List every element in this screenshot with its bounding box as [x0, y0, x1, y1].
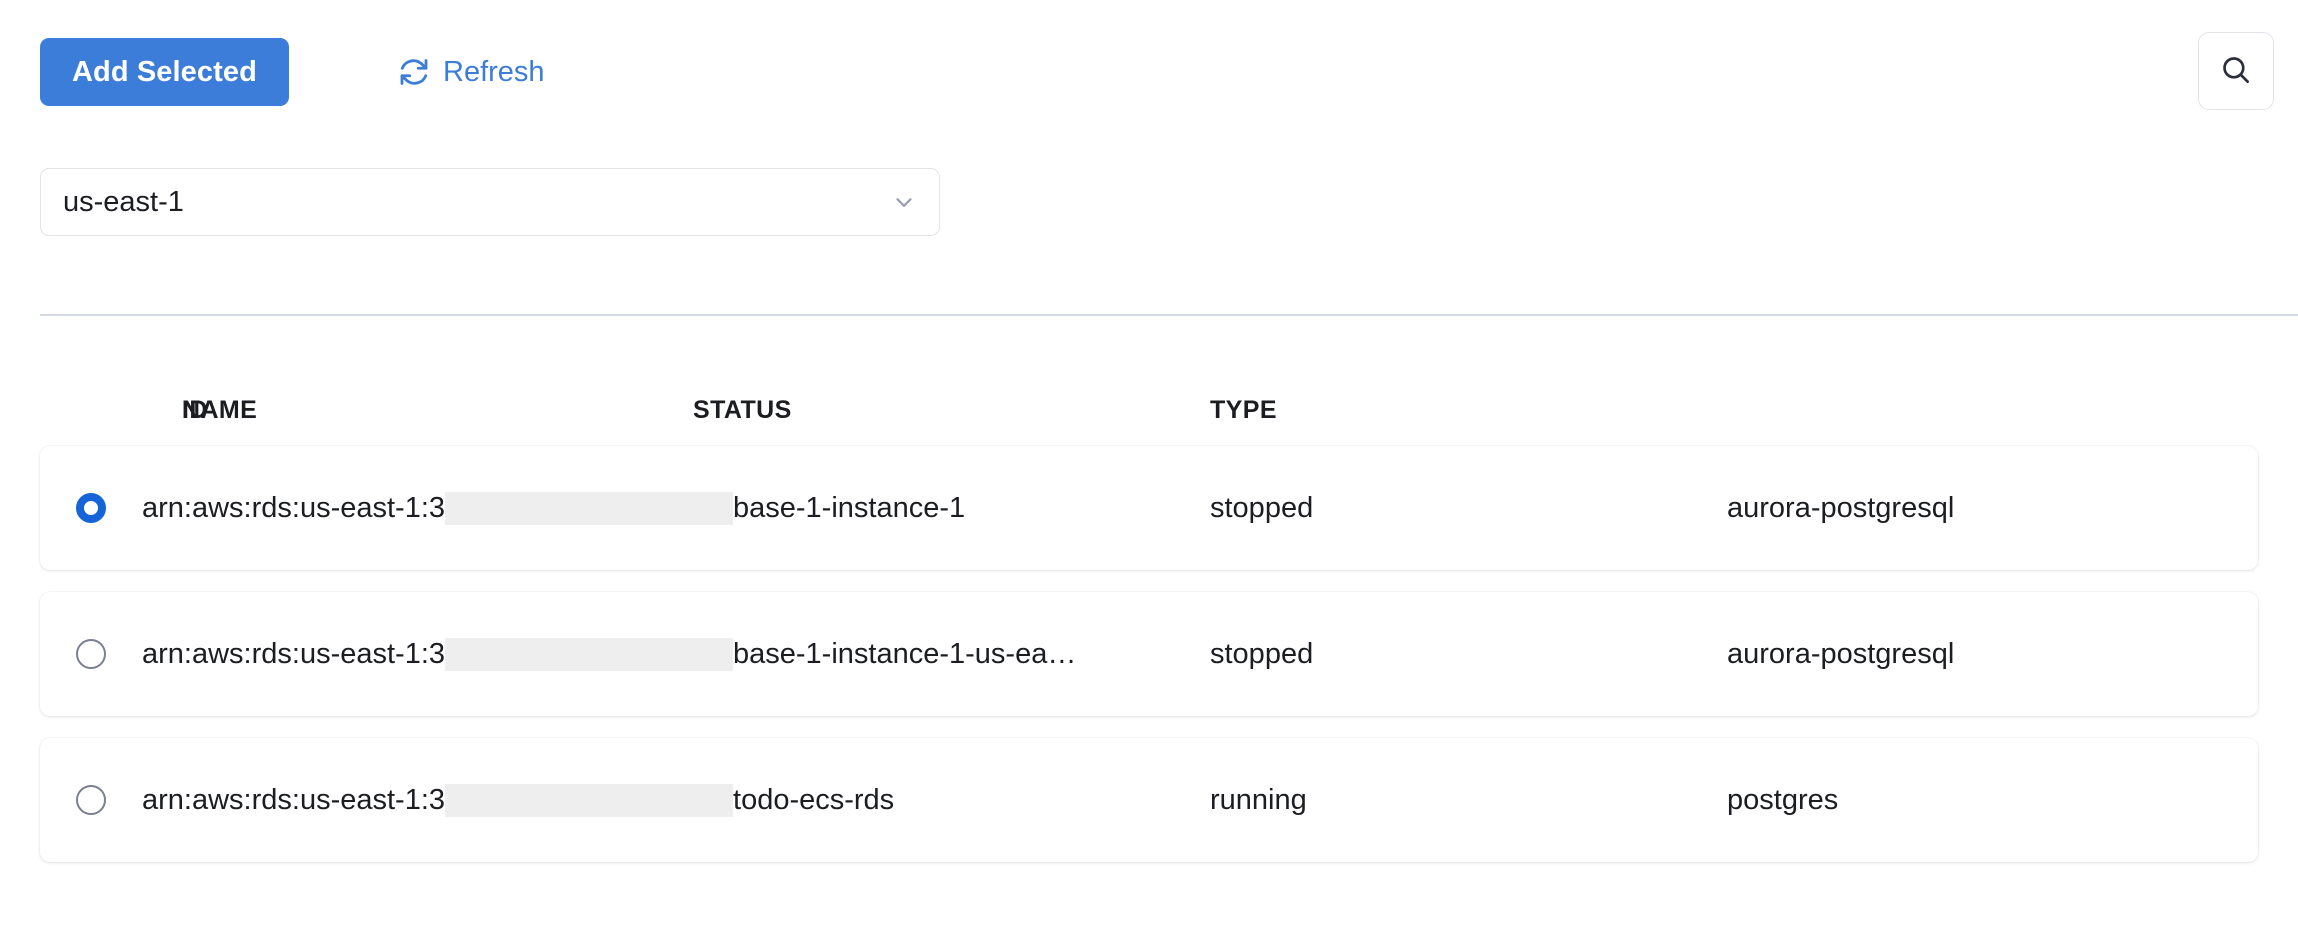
row-select-cell[interactable]	[40, 785, 142, 815]
refresh-label: Refresh	[443, 55, 545, 88]
cell-status: stopped	[1210, 491, 1314, 524]
radio-button-selected[interactable]	[76, 493, 106, 523]
arn-prefix: arn:aws:rds:us-east-1:3	[142, 637, 446, 670]
toolbar: Add Selected Refresh	[0, 0, 2298, 120]
arn-redacted-account-id	[445, 783, 734, 817]
add-selected-button[interactable]: Add Selected	[40, 38, 289, 106]
region-select[interactable]: us-east-1	[40, 168, 940, 236]
arn-redacted-account-id	[445, 637, 734, 671]
search-icon	[2219, 53, 2253, 90]
column-header-type: TYPE	[1210, 395, 1277, 424]
table-row[interactable]: arn:aws:rds:us-east-1:3 base-1-instance-1…	[40, 592, 2258, 716]
arn-prefix: arn:aws:rds:us-east-1:3	[142, 783, 446, 816]
cell-type: aurora-postgresql	[1727, 491, 1955, 524]
cell-type: aurora-postgresql	[1727, 637, 1955, 670]
arn-prefix: arn:aws:rds:us-east-1:3	[142, 491, 446, 524]
cell-id: arn:aws:rds:us-east-1:3 base-1-instance-1…	[142, 637, 1210, 671]
refresh-button[interactable]: Refresh	[392, 38, 551, 106]
row-select-cell[interactable]	[40, 639, 142, 669]
region-select-wrapper: us-east-1	[40, 168, 940, 236]
search-button[interactable]	[2198, 32, 2274, 110]
refresh-icon	[398, 56, 430, 88]
table-header-row: ID NAME STATUS TYPE	[0, 380, 2298, 440]
arn-redacted-account-id	[445, 491, 734, 525]
table-body: arn:aws:rds:us-east-1:3 base-1-instance-1…	[0, 446, 2298, 862]
cell-status: stopped	[1210, 637, 1314, 670]
region-select-value: us-east-1	[63, 185, 184, 218]
arn-suffix: base-1-instance-1-us-ea…	[733, 637, 1077, 670]
radio-button[interactable]	[76, 785, 106, 815]
column-header-status: STATUS	[693, 395, 792, 424]
cell-id: arn:aws:rds:us-east-1:3 base-1-instance-1	[142, 491, 1210, 525]
redaction-block	[445, 637, 734, 671]
table-row[interactable]: arn:aws:rds:us-east-1:3 base-1-instance-1…	[40, 446, 2258, 570]
cell-status: running	[1210, 783, 1307, 816]
redaction-block	[445, 491, 734, 525]
section-divider	[40, 314, 2298, 316]
cell-id: arn:aws:rds:us-east-1:3 todo-ecs-rds	[142, 783, 1210, 817]
arn-suffix: base-1-instance-1	[733, 491, 966, 524]
chevron-down-icon	[891, 189, 917, 215]
cell-type: postgres	[1727, 783, 1839, 816]
row-select-cell[interactable]	[40, 493, 142, 523]
arn-suffix: todo-ecs-rds	[733, 783, 895, 816]
redaction-block	[445, 783, 734, 817]
radio-button[interactable]	[76, 639, 106, 669]
column-header-name: NAME	[182, 395, 258, 424]
column-header-id: ID	[182, 395, 208, 424]
table-row[interactable]: arn:aws:rds:us-east-1:3 todo-ecs-rds runni…	[40, 738, 2258, 862]
instances-table: ID NAME STATUS TYPE arn:aws:rds:us-east-…	[0, 380, 2298, 884]
